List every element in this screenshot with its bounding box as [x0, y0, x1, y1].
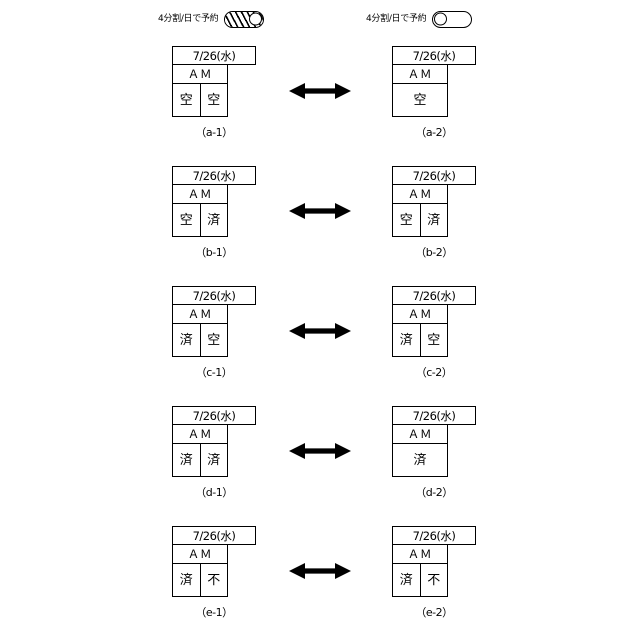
calendar-slot-cell[interactable]: 空 [199, 84, 228, 116]
double-headed-arrow-icon [289, 82, 351, 100]
calendar-slot-row: 済 [392, 444, 448, 477]
calendar-slot-row: 空空 [172, 84, 228, 117]
double-headed-arrow-icon [289, 322, 351, 340]
example-caption: （a-1） [195, 126, 233, 139]
calendar-date-header: 7/26(水) [392, 286, 476, 305]
legend-label-on: 4分割/日で予約 [158, 13, 219, 24]
calendar-period-label: ＡＭ [392, 425, 448, 444]
example-caption: （b-2） [415, 246, 453, 259]
calendar-widget[interactable]: 7/26(水)ＡＭ 空 [392, 46, 476, 117]
calendar-date-header: 7/26(水) [392, 526, 476, 545]
example-caption: （d-2） [415, 486, 453, 499]
calendar-slot-cell[interactable]: 済 [399, 572, 413, 588]
calendar-date-header: 7/26(水) [392, 46, 476, 65]
calendar-slot-cell[interactable]: 空 [419, 324, 448, 356]
calendar-period-label: ＡＭ [392, 185, 448, 204]
calendar-date-header: 7/26(水) [172, 46, 256, 65]
calendar-period-label: ＡＭ [172, 305, 228, 324]
calendar-slot-cell[interactable]: 済 [179, 572, 193, 588]
calendar-slot-cell[interactable]: 不 [419, 564, 448, 596]
calendar-slot-row: 済不 [172, 564, 228, 597]
example-caption: （b-1） [195, 246, 233, 259]
double-headed-arrow-icon [289, 442, 351, 460]
calendar-slot-cell[interactable]: 空 [413, 92, 427, 108]
calendar-slot-row: 空済 [392, 204, 448, 237]
calendar-date-header: 7/26(水) [392, 166, 476, 185]
legend-item-split-reservation-on: 4分割/日で予約 [158, 8, 265, 30]
example-caption: （c-1） [195, 366, 233, 379]
legend-label-off: 4分割/日で予約 [366, 13, 427, 24]
calendar-period-label: ＡＭ [392, 65, 448, 84]
calendar-slot-row: 済空 [172, 324, 228, 357]
double-headed-arrow-icon [289, 562, 351, 580]
calendar-slot-cell[interactable]: 済 [199, 204, 228, 236]
double-headed-arrow-icon [289, 202, 351, 220]
calendar-date-header: 7/26(水) [172, 166, 256, 185]
legend-item-split-reservation-off: 4分割/日で予約 [366, 8, 473, 30]
toggle-switch-on-icon[interactable] [224, 10, 265, 28]
calendar-slot-cell[interactable]: 空 [179, 212, 193, 228]
calendar-widget[interactable]: 7/26(水)ＡＭ 済 [392, 406, 476, 477]
calendar-period-label: ＡＭ [392, 545, 448, 564]
calendar-date-header: 7/26(水) [172, 406, 256, 425]
legend-bar: 4分割/日で予約 4分割/日で予約 [0, 6, 640, 36]
calendar-slot-row: 空 [392, 84, 448, 117]
calendar-slot-row: 済不 [392, 564, 448, 597]
calendar-slot-cell[interactable]: 空 [179, 92, 193, 108]
calendar-period-label: ＡＭ [172, 65, 228, 84]
calendar-date-header: 7/26(水) [392, 406, 476, 425]
example-caption: （a-2） [415, 126, 453, 139]
calendar-period-label: ＡＭ [172, 425, 228, 444]
toggle-switch-off-icon[interactable] [432, 10, 473, 28]
calendar-slot-cell[interactable]: 不 [199, 564, 228, 596]
calendar-period-label: ＡＭ [392, 305, 448, 324]
calendar-slot-cell[interactable]: 済 [399, 332, 413, 348]
calendar-slot-row: 済済 [172, 444, 228, 477]
calendar-date-header: 7/26(水) [172, 286, 256, 305]
calendar-slot-row: 空済 [172, 204, 228, 237]
calendar-example-right: 7/26(水)ＡＭ 済 （d-2） [392, 406, 476, 500]
calendar-slot-cell[interactable]: 済 [179, 452, 193, 468]
calendar-slot-cell[interactable]: 済 [413, 452, 427, 468]
calendar-slot-cell[interactable]: 済 [179, 332, 193, 348]
calendar-slot-cell[interactable]: 済 [199, 444, 228, 476]
calendar-slot-cell[interactable]: 空 [399, 212, 413, 228]
toggle-knob [249, 12, 263, 26]
example-caption: （e-2） [415, 606, 453, 619]
example-caption: （e-1） [195, 606, 233, 619]
calendar-period-label: ＡＭ [172, 545, 228, 564]
example-caption: （d-1） [195, 486, 233, 499]
calendar-period-label: ＡＭ [172, 185, 228, 204]
calendar-example-right: 7/26(水)ＡＭ 空 （a-2） [392, 46, 476, 140]
example-caption: （c-2） [415, 366, 453, 379]
calendar-slot-row: 済空 [392, 324, 448, 357]
calendar-date-header: 7/26(水) [172, 526, 256, 545]
calendar-slot-cell[interactable]: 空 [199, 324, 228, 356]
calendar-slot-cell[interactable]: 済 [419, 204, 448, 236]
toggle-knob [434, 12, 448, 26]
